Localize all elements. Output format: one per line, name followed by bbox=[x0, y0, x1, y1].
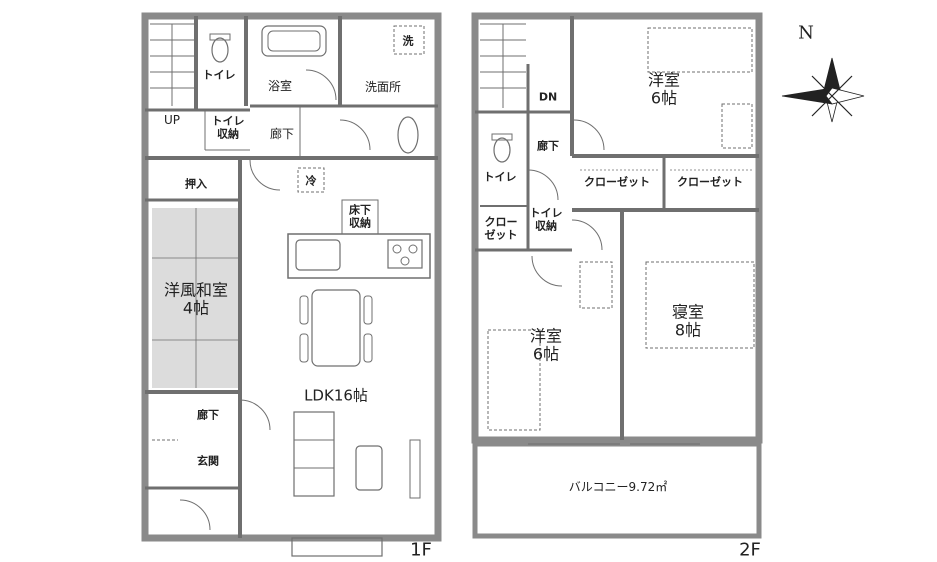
closet-small-label: クローゼット bbox=[484, 215, 518, 241]
floor1-hall-upper-label: 廊下 bbox=[269, 127, 295, 142]
floor2-toilet-label: トイレ bbox=[483, 170, 517, 184]
ldk-label: LDK16帖 bbox=[304, 386, 368, 405]
closet-label: 押入 bbox=[185, 177, 207, 191]
bathtub bbox=[261, 25, 327, 57]
floor2-label: 2F bbox=[739, 539, 761, 561]
floor1-label: 1F bbox=[410, 539, 432, 561]
sofa bbox=[293, 411, 335, 497]
entrance-label: 玄関 bbox=[197, 454, 219, 468]
floor2-toilet-storage-label: トイレ収納 bbox=[529, 206, 563, 232]
floor2-outer-wall bbox=[471, 12, 763, 444]
toilet-fixture bbox=[211, 37, 229, 63]
bath-label: 浴室 bbox=[267, 79, 293, 94]
desk-north bbox=[721, 103, 753, 149]
toilet2-fixture bbox=[493, 137, 511, 163]
bed-south bbox=[487, 329, 541, 431]
underfloor-storage-label: 床下収納 bbox=[349, 203, 371, 229]
kitchen-sink bbox=[295, 239, 341, 271]
down-label: DN bbox=[538, 90, 558, 104]
compass-north-label: N bbox=[798, 22, 814, 44]
bed-north bbox=[647, 27, 753, 73]
bed-master bbox=[645, 261, 755, 349]
desk-south bbox=[579, 261, 613, 309]
cooktop bbox=[387, 239, 423, 269]
fridge-box bbox=[297, 167, 325, 193]
balcony-label: バルコニー9.72㎡ bbox=[568, 480, 668, 495]
floor1-hall-lower-label: 廊下 bbox=[197, 408, 219, 422]
laundry-label: 洗 bbox=[402, 34, 414, 48]
floor1-toilet-label: トイレ bbox=[202, 68, 236, 82]
underfloor-storage-box bbox=[341, 199, 379, 235]
washroom-label: 洗面所 bbox=[364, 80, 402, 95]
up-label: UP bbox=[163, 113, 181, 128]
closet-b-label: クローゼット bbox=[677, 175, 743, 189]
fridge-label: 冷 bbox=[305, 174, 317, 188]
floor2-hall-label: 廊下 bbox=[537, 139, 559, 153]
low-table bbox=[355, 445, 383, 491]
floor1-plan bbox=[141, 12, 442, 557]
dining-table bbox=[311, 289, 361, 367]
wash-basin bbox=[397, 116, 419, 154]
closet-a-label: クローゼット bbox=[584, 175, 650, 189]
floor1-toilet-storage-label: トイレ収納 bbox=[211, 114, 245, 140]
compass bbox=[781, 57, 865, 123]
floor2-plan bbox=[471, 12, 763, 539]
tv-board bbox=[409, 439, 421, 499]
laundry-box bbox=[393, 25, 425, 55]
